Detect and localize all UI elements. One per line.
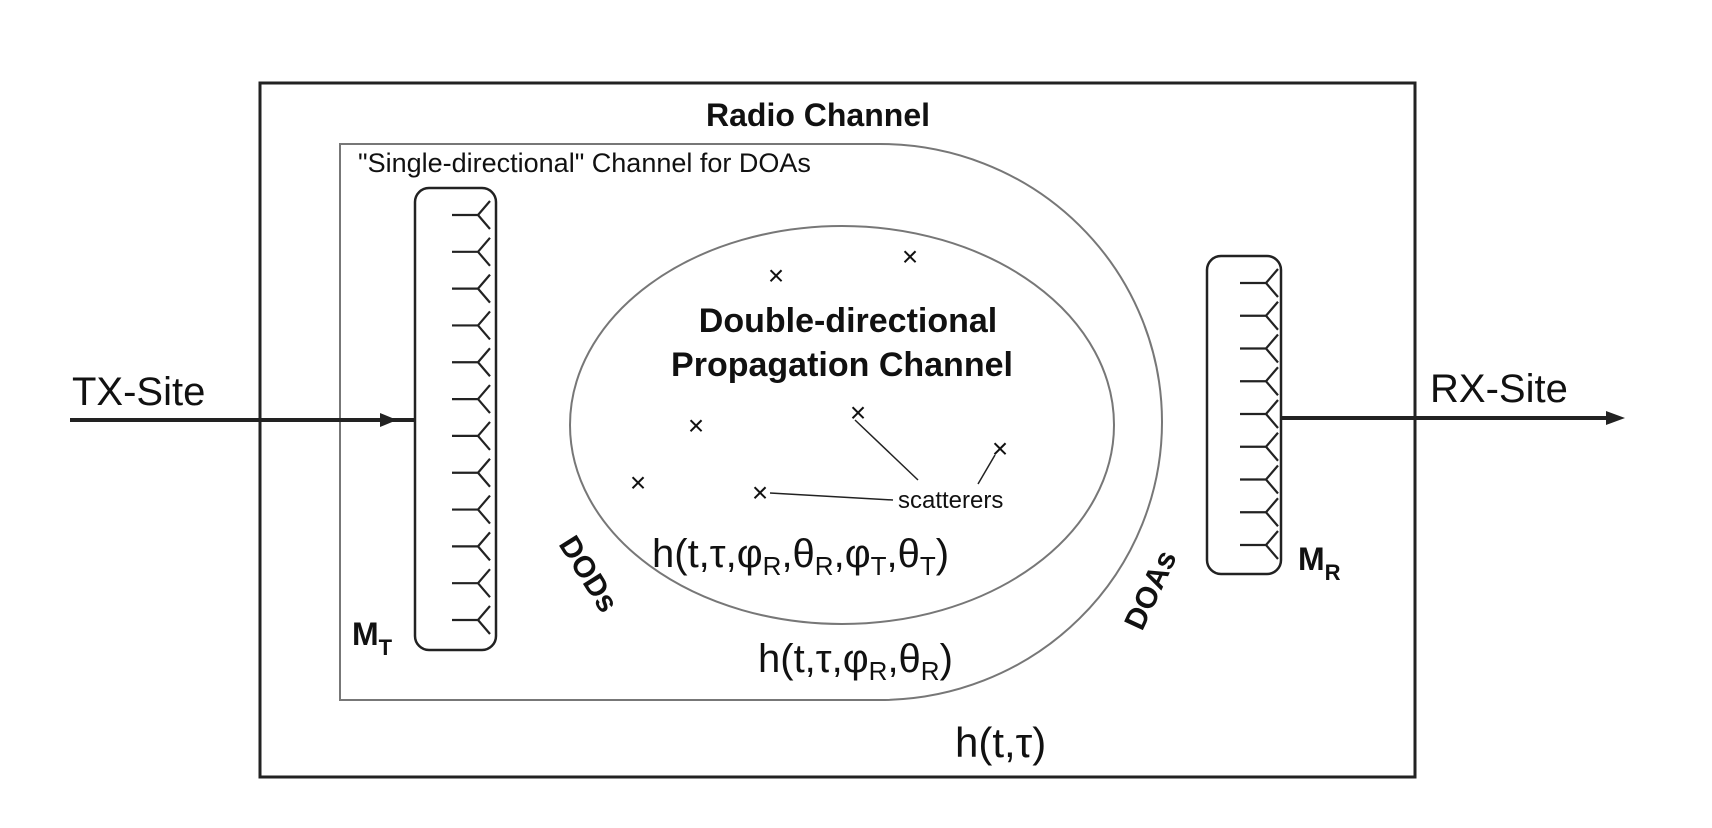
equation-subscript: R [921,656,940,686]
antenna-element-icon [1240,497,1279,527]
double-directional-title-line1: Double-directional [699,302,997,340]
rx-array-label: MR [1298,541,1341,585]
antenna-element-icon [1240,530,1279,560]
scatterer-pointer-line [977,454,996,485]
antenna-element-icon [452,384,491,414]
doas-label: DOAs [1118,545,1183,634]
equation-subscript: T [871,551,887,581]
antenna-element-icon [452,421,491,451]
equation-subscript: R [763,551,782,581]
antenna-element-icon [1240,333,1279,364]
antenna-element-icon [452,494,491,525]
scatterer-marker: × [688,410,704,441]
rx-arrowhead [1606,411,1625,425]
antenna-element-icon [452,200,491,230]
scatterer-pointer-line [769,492,894,501]
tx-arrowhead [380,413,397,427]
radio-channel-equation: h(t,τ) [955,719,1046,766]
antenna-element-icon [452,310,491,341]
tx-antenna-elements [452,200,491,635]
tx-array-label: MT [352,616,393,660]
antenna-element-icon [1240,464,1279,495]
antenna-element-icon [452,531,491,562]
scatterer-marker: × [850,397,866,428]
single-directional-boundary [339,143,1163,701]
equation-text: ) [940,637,953,681]
scatterer-marker: × [992,433,1008,464]
scatterer-marker: × [630,467,646,498]
scatterer-marker: × [902,241,918,272]
antenna-element-icon [452,605,491,635]
equation-text: ,θ [887,532,920,576]
radio-channel-box [258,81,1417,779]
tx-site-label: TX-Site [72,370,205,414]
antenna-element-icon [452,347,491,377]
rx-antenna-elements [1240,268,1279,560]
antenna-element-icon [1240,268,1279,298]
equation-subscript: T [920,551,936,581]
scatterer-marker: × [768,260,784,291]
tx-antenna-array [413,186,498,652]
scatterers-label: scatterers [898,487,1003,514]
double-directional-equation: h(t,τ,φR,θR,φT,θT) [652,532,949,581]
equation-text: ,φ [834,532,871,576]
scatterer-pointer-line [854,419,919,481]
scatterer-marker: × [752,477,768,508]
equation-text: ,θ [887,637,920,681]
radio-channel-title: Radio Channel [706,97,930,133]
antenna-element-icon [1240,366,1279,396]
dods-label: DODs [552,530,624,618]
single-directional-equation: h(t,τ,φR,θR) [758,637,953,686]
antenna-element-icon [1240,301,1279,331]
antenna-element-icon [452,458,491,488]
antenna-element-icon [452,568,491,598]
rx-site-label: RX-Site [1430,367,1568,411]
antenna-element-icon [452,237,491,267]
equation-text: h(t,τ,φ [758,637,869,681]
double-directional-title-line2: Propagation Channel [671,346,1013,384]
antenna-element-icon [452,273,491,304]
equation-text: ) [936,532,949,576]
antenna-element-icon [1240,399,1279,429]
single-directional-label: "Single-directional" Channel for DOAs [358,148,811,178]
equation-subscript: R [815,551,834,581]
equation-text: h(t,τ,φ [652,532,763,576]
double-directional-ellipse [569,225,1115,625]
antenna-element-icon [1240,432,1279,462]
equation-text: ,θ [781,532,814,576]
equation-subscript: R [869,656,888,686]
